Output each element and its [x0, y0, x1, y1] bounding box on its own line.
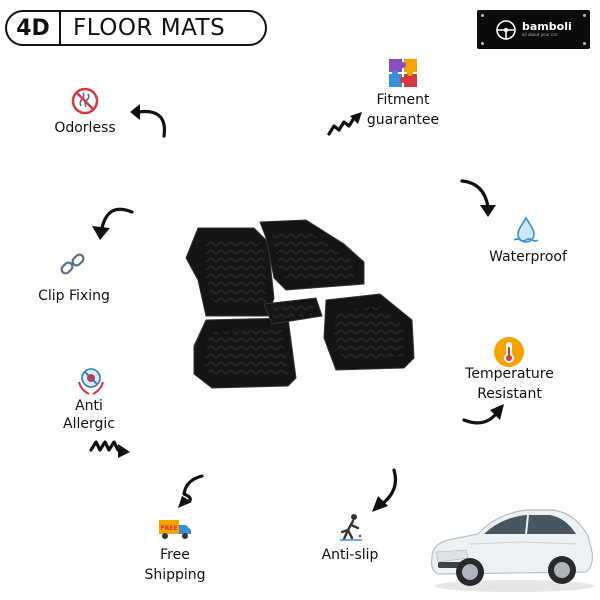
no-odor-icon	[71, 87, 99, 115]
brand-tagline: all about your car	[522, 31, 558, 37]
delivery-truck-icon: FREE	[159, 520, 191, 539]
feature-waterproof-label: Waterproof	[489, 249, 567, 265]
chain-link-icon	[60, 253, 85, 275]
feature-free-line1: Free	[160, 547, 190, 563]
mat-rear-center	[263, 297, 323, 325]
feature-anti-slip-label: Anti-slip	[321, 547, 379, 563]
mat-front-right	[259, 219, 365, 291]
feature-fitment-line2: guarantee	[366, 112, 440, 128]
feature-temperature-line1: Temperature	[465, 366, 554, 382]
product-badge: 4D FLOOR MATS	[5, 10, 267, 46]
truck-free-text: FREE	[161, 525, 178, 532]
feature-clip-fixing-label: Clip Fixing	[38, 288, 110, 304]
arrow-temperature-icon	[462, 404, 504, 425]
arrow-anti-allergic-icon	[89, 440, 130, 458]
feature-free-line2: Shipping	[144, 567, 206, 583]
arrow-fitment-icon	[327, 112, 362, 136]
mat-front-left	[185, 227, 275, 317]
brand-name: bamboli	[522, 19, 572, 33]
mat-rear-left	[193, 317, 297, 389]
feature-temperature-line2: Resistant	[477, 386, 542, 402]
feature-fitment-line1: Fitment	[376, 92, 430, 108]
mat-rear-right	[323, 293, 415, 371]
arrow-odorless-icon	[130, 104, 167, 138]
feature-anti-line1: Anti	[75, 398, 103, 414]
anti-allergic-icon	[78, 368, 104, 395]
puzzle-icon	[389, 59, 417, 87]
badge-number: 4D	[7, 12, 61, 44]
thermometer-icon	[494, 337, 524, 367]
steering-wheel-icon	[496, 19, 516, 40]
floor-mats-image	[185, 219, 415, 389]
water-drop-icon	[513, 216, 539, 243]
arrow-anti-slip-icon	[372, 468, 398, 512]
car-image	[431, 509, 594, 592]
badge-title: FLOOR MATS	[73, 15, 226, 41]
slipping-person-icon	[340, 514, 362, 541]
arrow-clip-icon	[92, 207, 134, 240]
arrow-shipping-icon	[178, 474, 204, 508]
feature-anti-line2: Allergic	[63, 416, 115, 432]
feature-odorless-label: Odorless	[54, 120, 116, 136]
brand-logo: bamboli all about your car	[477, 10, 590, 49]
arrow-waterproof-icon	[460, 179, 496, 217]
